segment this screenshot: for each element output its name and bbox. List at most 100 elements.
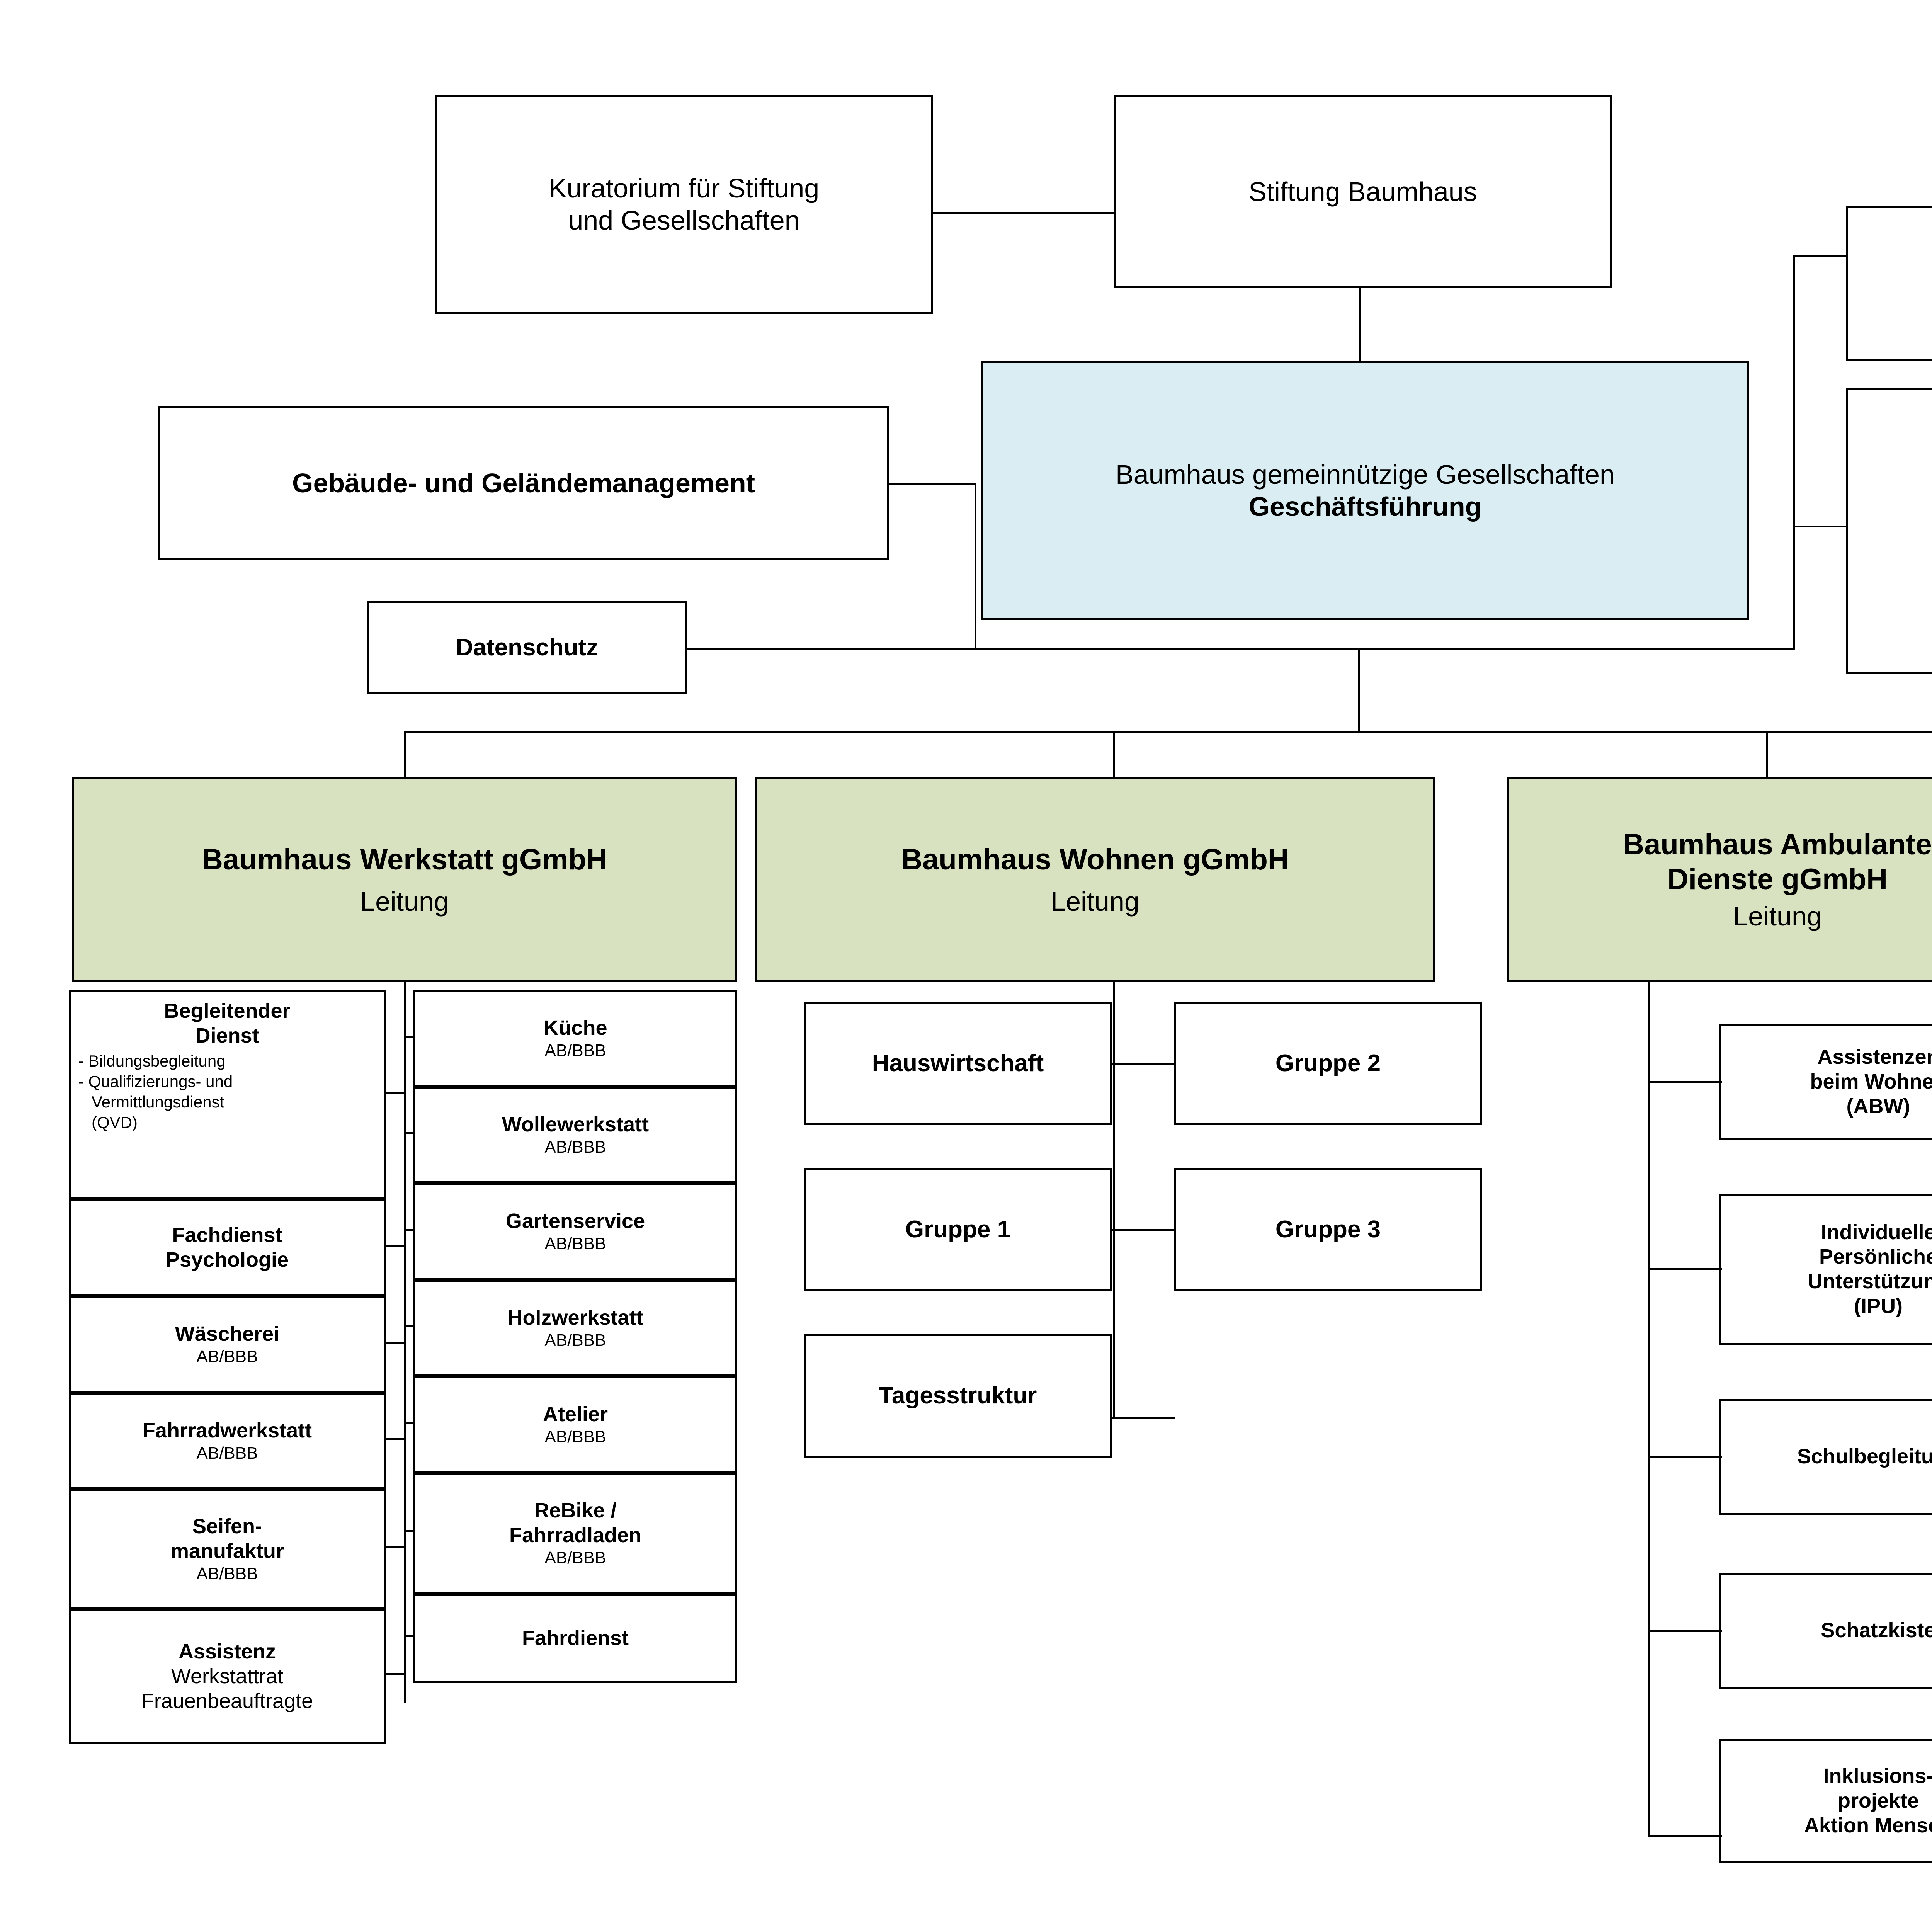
connector-kuratorium-stiftung	[930, 212, 1116, 214]
werkstatt-right-item-4[interactable]: Atelier AB/BBB	[413, 1376, 737, 1473]
item-sub: AB/BBB	[544, 1548, 606, 1567]
connector-werkstatt-spine	[404, 982, 406, 1703]
stub-werkstatt-left	[385, 1673, 405, 1675]
werkstatt-left-item-2[interactable]: Wäscherei AB/BBB	[69, 1296, 386, 1393]
item-sub: AB/BBB	[196, 1564, 258, 1583]
connector-division-bus	[404, 731, 1932, 733]
division-header-ambulante[interactable]: Baumhaus Ambulante Dienste gGmbH Leitung	[1507, 777, 1932, 982]
connector-gebaeude-riser	[975, 483, 976, 649]
item-title: Schatzkiste	[1821, 1619, 1932, 1642]
item-sub: AB/BBB	[544, 1234, 606, 1253]
werkstatt-right-item-2[interactable]: Gartenservice AB/BBB	[413, 1183, 737, 1280]
werkstatt-right-item-0[interactable]: Küche AB/BBB	[413, 990, 737, 1087]
item-title-3: (ABW)	[1846, 1094, 1910, 1118]
gf-line2: Geschäftsführung	[1248, 492, 1482, 522]
item-title: Holzwerkstatt	[507, 1306, 643, 1330]
stub-werkstatt-left	[385, 1342, 405, 1344]
connector-gf-right-edge	[1352, 648, 1750, 650]
stub-werkstatt-right	[404, 1325, 415, 1327]
item-title: Gartenservice	[505, 1209, 645, 1233]
werkstatt-subtitle: Leitung	[360, 886, 449, 917]
stub-werkstatt-left	[385, 1245, 405, 1247]
ambulante-title-2: Dienste gGmbH	[1667, 862, 1888, 896]
werkstatt-left-item-3[interactable]: Fahrradwerkstatt AB/BBB	[69, 1393, 386, 1489]
ambulante-item-1[interactable]: Individuelle Persönliche Unterstützung (…	[1719, 1194, 1932, 1345]
oeffentlichkeitsarbeit-box[interactable]: Öffentlichkeitsarbeit / Digitalisierung …	[1846, 206, 1932, 361]
wohnen-right-item-1[interactable]: Gruppe 3	[1174, 1168, 1482, 1291]
item-title: Küche	[543, 1016, 607, 1040]
stub-wohnen	[1111, 1063, 1175, 1065]
werkstatt-right-item-6[interactable]: Fahrdienst	[413, 1594, 737, 1683]
connector-right-riser	[1793, 255, 1795, 649]
gebaeude-title: Gebäude- und Geländemanagement	[292, 468, 755, 498]
stub-werkstatt-right	[404, 1132, 415, 1134]
item-title-2: Fahrradladen	[509, 1524, 642, 1547]
wohnen-left-item-2[interactable]: Tagesstruktur	[804, 1334, 1112, 1458]
stiftung-box[interactable]: Stiftung Baumhaus	[1114, 95, 1612, 288]
item-bullet: - Bildungsbegleitung	[78, 1052, 226, 1070]
item-title: Seifen-	[192, 1515, 262, 1538]
item-title: Fachdienst	[172, 1223, 282, 1247]
geschaeftsfuehrung-box[interactable]: Baumhaus gemeinnützige Gesellschaften Ge…	[981, 361, 1749, 620]
division-header-wohnen[interactable]: Baumhaus Wohnen gGmbH Leitung	[755, 777, 1435, 982]
wohnen-right-item-0[interactable]: Gruppe 2	[1174, 1002, 1482, 1125]
item-title: Schulbegleitung	[1797, 1445, 1932, 1468]
kuratorium-line2: und Gesellschaften	[568, 205, 800, 235]
connector-datenschutz-gf	[686, 648, 976, 650]
werkstatt-left-item-0[interactable]: Begleitender Dienst - Bildungsbegleitung…	[69, 990, 386, 1199]
ambulante-item-4[interactable]: Inklusions- projekte Aktion Mensch	[1719, 1739, 1932, 1863]
stub-wohnen	[1111, 1417, 1175, 1419]
connector-verwaltung	[1793, 526, 1847, 527]
werkstatt-right-item-5[interactable]: ReBike / Fahrradladen AB/BBB	[413, 1473, 737, 1594]
ambulante-item-0[interactable]: Assistenzen beim Wohnen (ABW)	[1719, 1024, 1932, 1140]
item-title: Gruppe 1	[905, 1216, 1011, 1243]
item-title-2: projekte	[1837, 1789, 1919, 1813]
item-title: Assistenzen	[1817, 1045, 1932, 1069]
werkstatt-left-item-4[interactable]: Seifen- manufaktur AB/BBB	[69, 1489, 386, 1609]
item-title-2: manufaktur	[170, 1539, 284, 1563]
stub-werkstatt-left	[385, 1438, 405, 1440]
item-title-2: Psychologie	[165, 1248, 289, 1271]
gebaeudemanagement-box[interactable]: Gebäude- und Geländemanagement	[158, 406, 889, 560]
verwaltung-box[interactable]: Verwaltung Zentrale Buchhaltung Personal	[1846, 388, 1932, 674]
division-header-werkstatt[interactable]: Baumhaus Werkstatt gGmbH Leitung	[72, 777, 737, 982]
stub-werkstatt-right	[404, 1422, 415, 1424]
item-title-2: Dienst	[195, 1024, 259, 1047]
item-bullet: (QVD)	[92, 1113, 138, 1132]
wohnen-left-item-0[interactable]: Hauswirtschaft	[804, 1002, 1112, 1125]
item-title: Wollewerkstatt	[502, 1113, 649, 1136]
stub-werkstatt-right	[404, 1635, 415, 1637]
item-title: Gruppe 3	[1275, 1216, 1381, 1243]
connector-riser-werkstatt	[404, 731, 406, 777]
item-sub: AB/BBB	[544, 1041, 606, 1060]
kuratorium-line1: Kuratorium für Stiftung	[548, 173, 820, 204]
connector-gf-bottom-bus	[975, 648, 1400, 650]
werkstatt-right-item-3[interactable]: Holzwerkstatt AB/BBB	[413, 1280, 737, 1376]
connector-ambulante-spine	[1648, 982, 1650, 1837]
stub-ambulante	[1648, 1630, 1722, 1632]
item-title: ReBike /	[534, 1499, 617, 1522]
wohnen-subtitle: Leitung	[1051, 886, 1139, 917]
stub-ambulante	[1648, 1835, 1722, 1837]
kuratorium-box[interactable]: Kuratorium für Stiftung und Gesellschaft…	[435, 95, 933, 314]
item-sub: AB/BBB	[196, 1443, 258, 1463]
item-title: Hauswirtschaft	[872, 1050, 1044, 1077]
werkstatt-left-item-5[interactable]: Assistenz Werkstattrat Frauenbeauftragte	[69, 1609, 386, 1744]
item-title: Atelier	[543, 1403, 608, 1426]
werkstatt-left-item-1[interactable]: Fachdienst Psychologie	[69, 1199, 386, 1296]
werkstatt-right-item-1[interactable]: Wollewerkstatt AB/BBB	[413, 1087, 737, 1183]
datenschutz-box[interactable]: Datenschutz	[367, 601, 687, 694]
item-sub: AB/BBB	[544, 1427, 606, 1446]
ambulante-item-3[interactable]: Schatzkiste	[1719, 1573, 1932, 1689]
wohnen-left-item-1[interactable]: Gruppe 1	[804, 1168, 1112, 1291]
connector-wohnen-spine	[1113, 982, 1115, 1418]
stub-ambulante	[1648, 1456, 1722, 1458]
item-sub-3: Frauenbeauftragte	[141, 1689, 313, 1713]
item-title: Begleitender	[164, 999, 291, 1022]
stub-wohnen	[1111, 1229, 1175, 1231]
gf-line1: Baumhaus gemeinnützige Gesellschaften	[1116, 459, 1615, 490]
ambulante-item-2[interactable]: Schulbegleitung	[1719, 1399, 1932, 1515]
connector-riser-ambulante	[1766, 731, 1768, 777]
item-title: Tagesstruktur	[879, 1382, 1037, 1409]
